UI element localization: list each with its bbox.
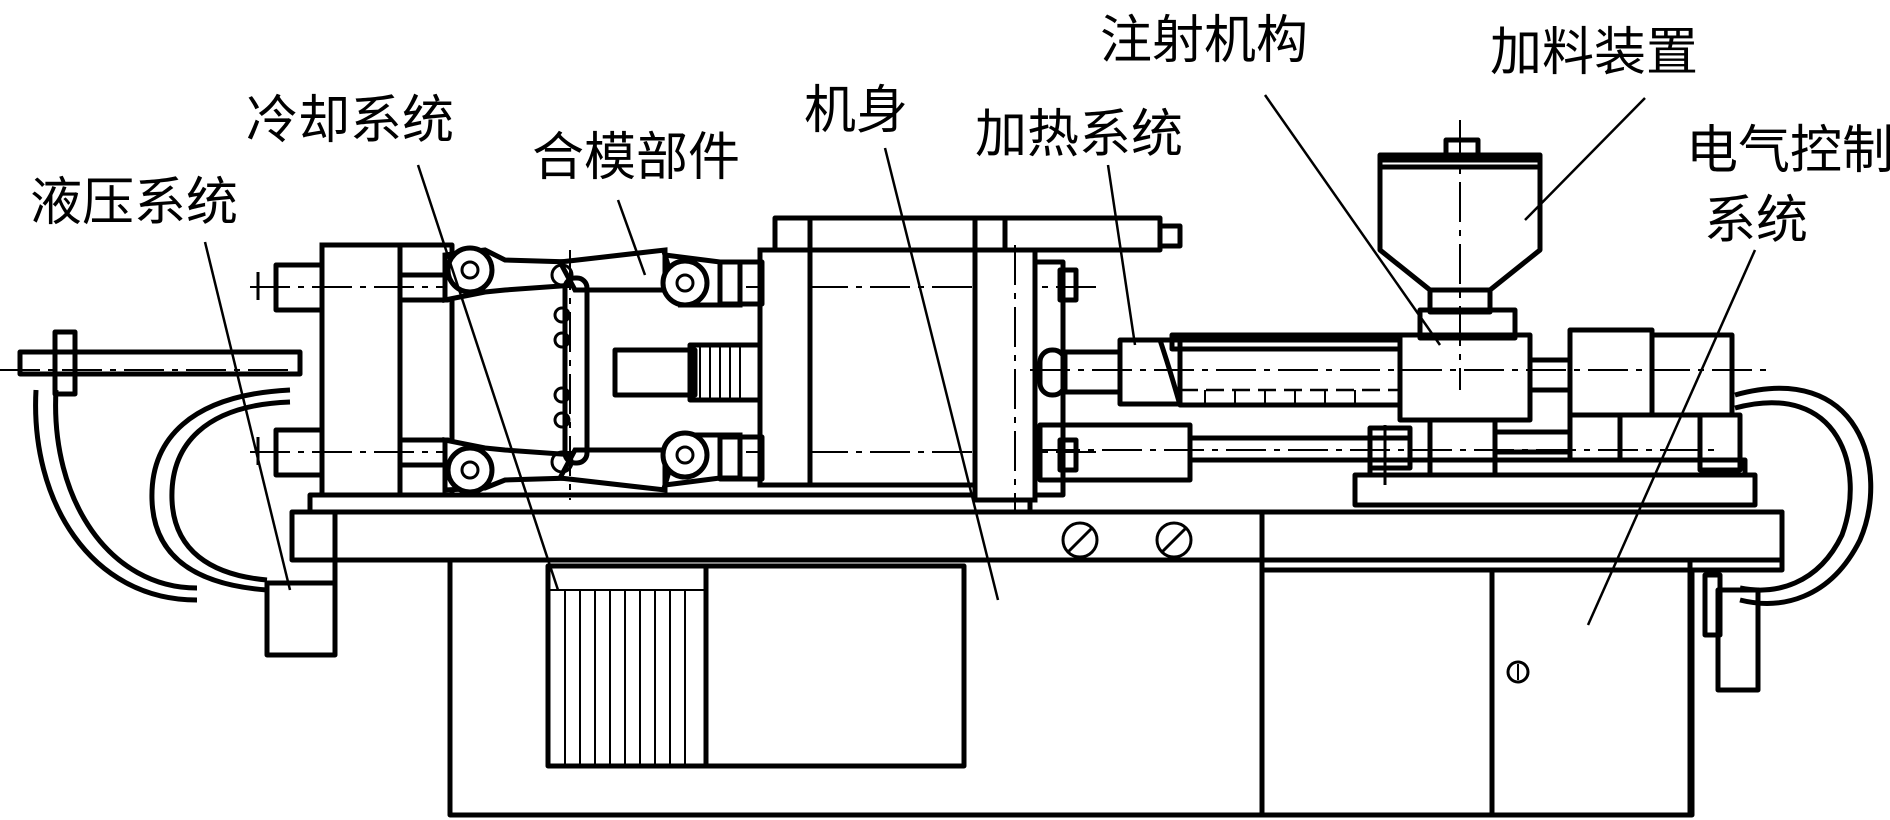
mold	[807, 247, 978, 488]
hopper-lid	[1443, 137, 1481, 160]
base-screws	[1061, 521, 1193, 559]
heater-band	[1117, 337, 1183, 407]
label-electric-control-line2: 系统	[1704, 191, 1808, 251]
label-clamping-unit: 合模部件	[532, 128, 740, 188]
labels: 液压系统 冷却系统 合模部件 机身 加热系统 注射机构 加料装置 电气控制 系统	[30, 11, 1890, 251]
leader-lines	[203, 94, 1757, 626]
fixed-platen	[972, 247, 1038, 503]
leader-hydraulic	[203, 241, 292, 591]
label-heating-system: 加热系统	[975, 105, 1183, 165]
base-top-plate	[289, 509, 1785, 563]
leader-feeding	[1524, 97, 1646, 221]
leader-heating	[1106, 164, 1137, 346]
label-electric-control-line1: 电气控制	[1686, 121, 1890, 181]
label-feeding-device: 加料装置	[1490, 23, 1698, 83]
leader-electric	[1586, 249, 1757, 626]
cooling-fins	[548, 589, 706, 766]
hydraulic-hose-outer	[33, 389, 198, 603]
injection-head	[1397, 332, 1533, 423]
injection-base	[1352, 472, 1758, 508]
hydraulic-hose-inner	[53, 389, 198, 591]
motor-housing	[1649, 332, 1735, 418]
hydraulic-unit	[0, 329, 338, 658]
clamping-unit	[250, 215, 1183, 515]
toggle-crosshead	[562, 275, 590, 466]
body-panel	[703, 563, 967, 769]
leader-injection	[1263, 94, 1442, 346]
injection-unit	[1030, 120, 1874, 693]
barrel	[1157, 337, 1403, 408]
upper-tie-bar	[807, 215, 1163, 253]
label-machine-body: 机身	[804, 81, 908, 141]
label-hydraulic-system: 液压系统	[30, 173, 238, 233]
main-cylinder-rod	[17, 349, 303, 377]
rod-flange	[52, 329, 78, 397]
leader-cooling	[416, 164, 560, 591]
machine-base	[289, 509, 1785, 818]
hydraulic-hose-loop	[149, 387, 291, 593]
electric-cabinet	[1259, 567, 1695, 818]
pedal-switch	[1715, 587, 1761, 693]
label-cooling-system: 冷却系统	[246, 91, 454, 151]
rear-platen	[319, 242, 403, 498]
cabinet-lock	[1506, 660, 1530, 684]
base-cabinet-outline	[447, 560, 1693, 818]
hydraulic-pump	[264, 580, 338, 658]
leader-body	[883, 147, 1000, 601]
label-injection-mechanism: 注射机构	[1100, 11, 1308, 71]
electric-hose-outer	[1734, 385, 1874, 606]
moving-platen	[757, 247, 813, 488]
leader-clamping	[616, 199, 647, 276]
cooling-unit	[545, 563, 709, 769]
drive-motor	[1567, 327, 1655, 418]
clamping-rail	[307, 492, 1033, 515]
